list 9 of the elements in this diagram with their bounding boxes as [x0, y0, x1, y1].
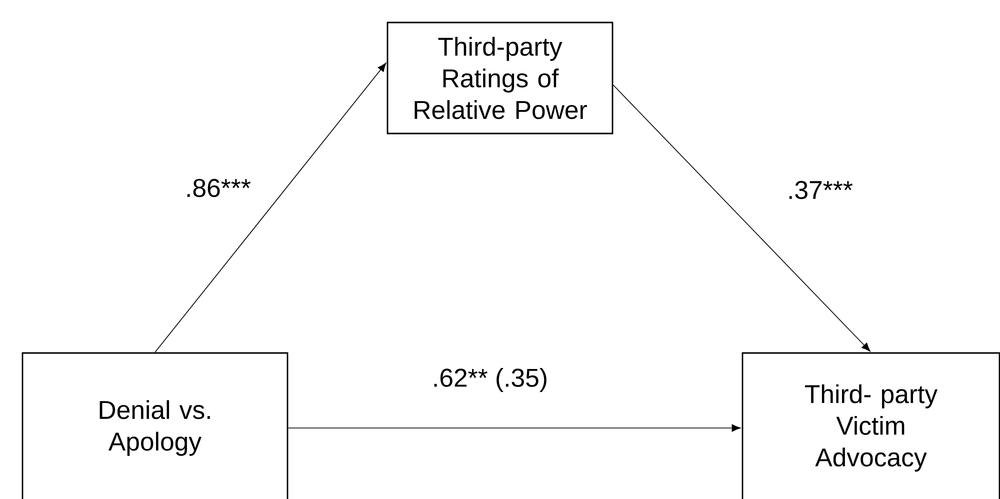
box: Third- party Victim Advocacy — [742, 352, 1000, 499]
edge-label: .86*** — [187, 178, 251, 198]
box: Third-party Ratings of Relative Power — [386, 22, 614, 134]
arrow — [612, 84, 870, 352]
arrow — [154, 62, 386, 353]
edge-label: .62** (.35) — [434, 368, 546, 392]
arrow — [288, 424, 741, 432]
box: Denial vs. Apology — [22, 352, 288, 499]
edge-label: .37*** — [789, 180, 853, 200]
